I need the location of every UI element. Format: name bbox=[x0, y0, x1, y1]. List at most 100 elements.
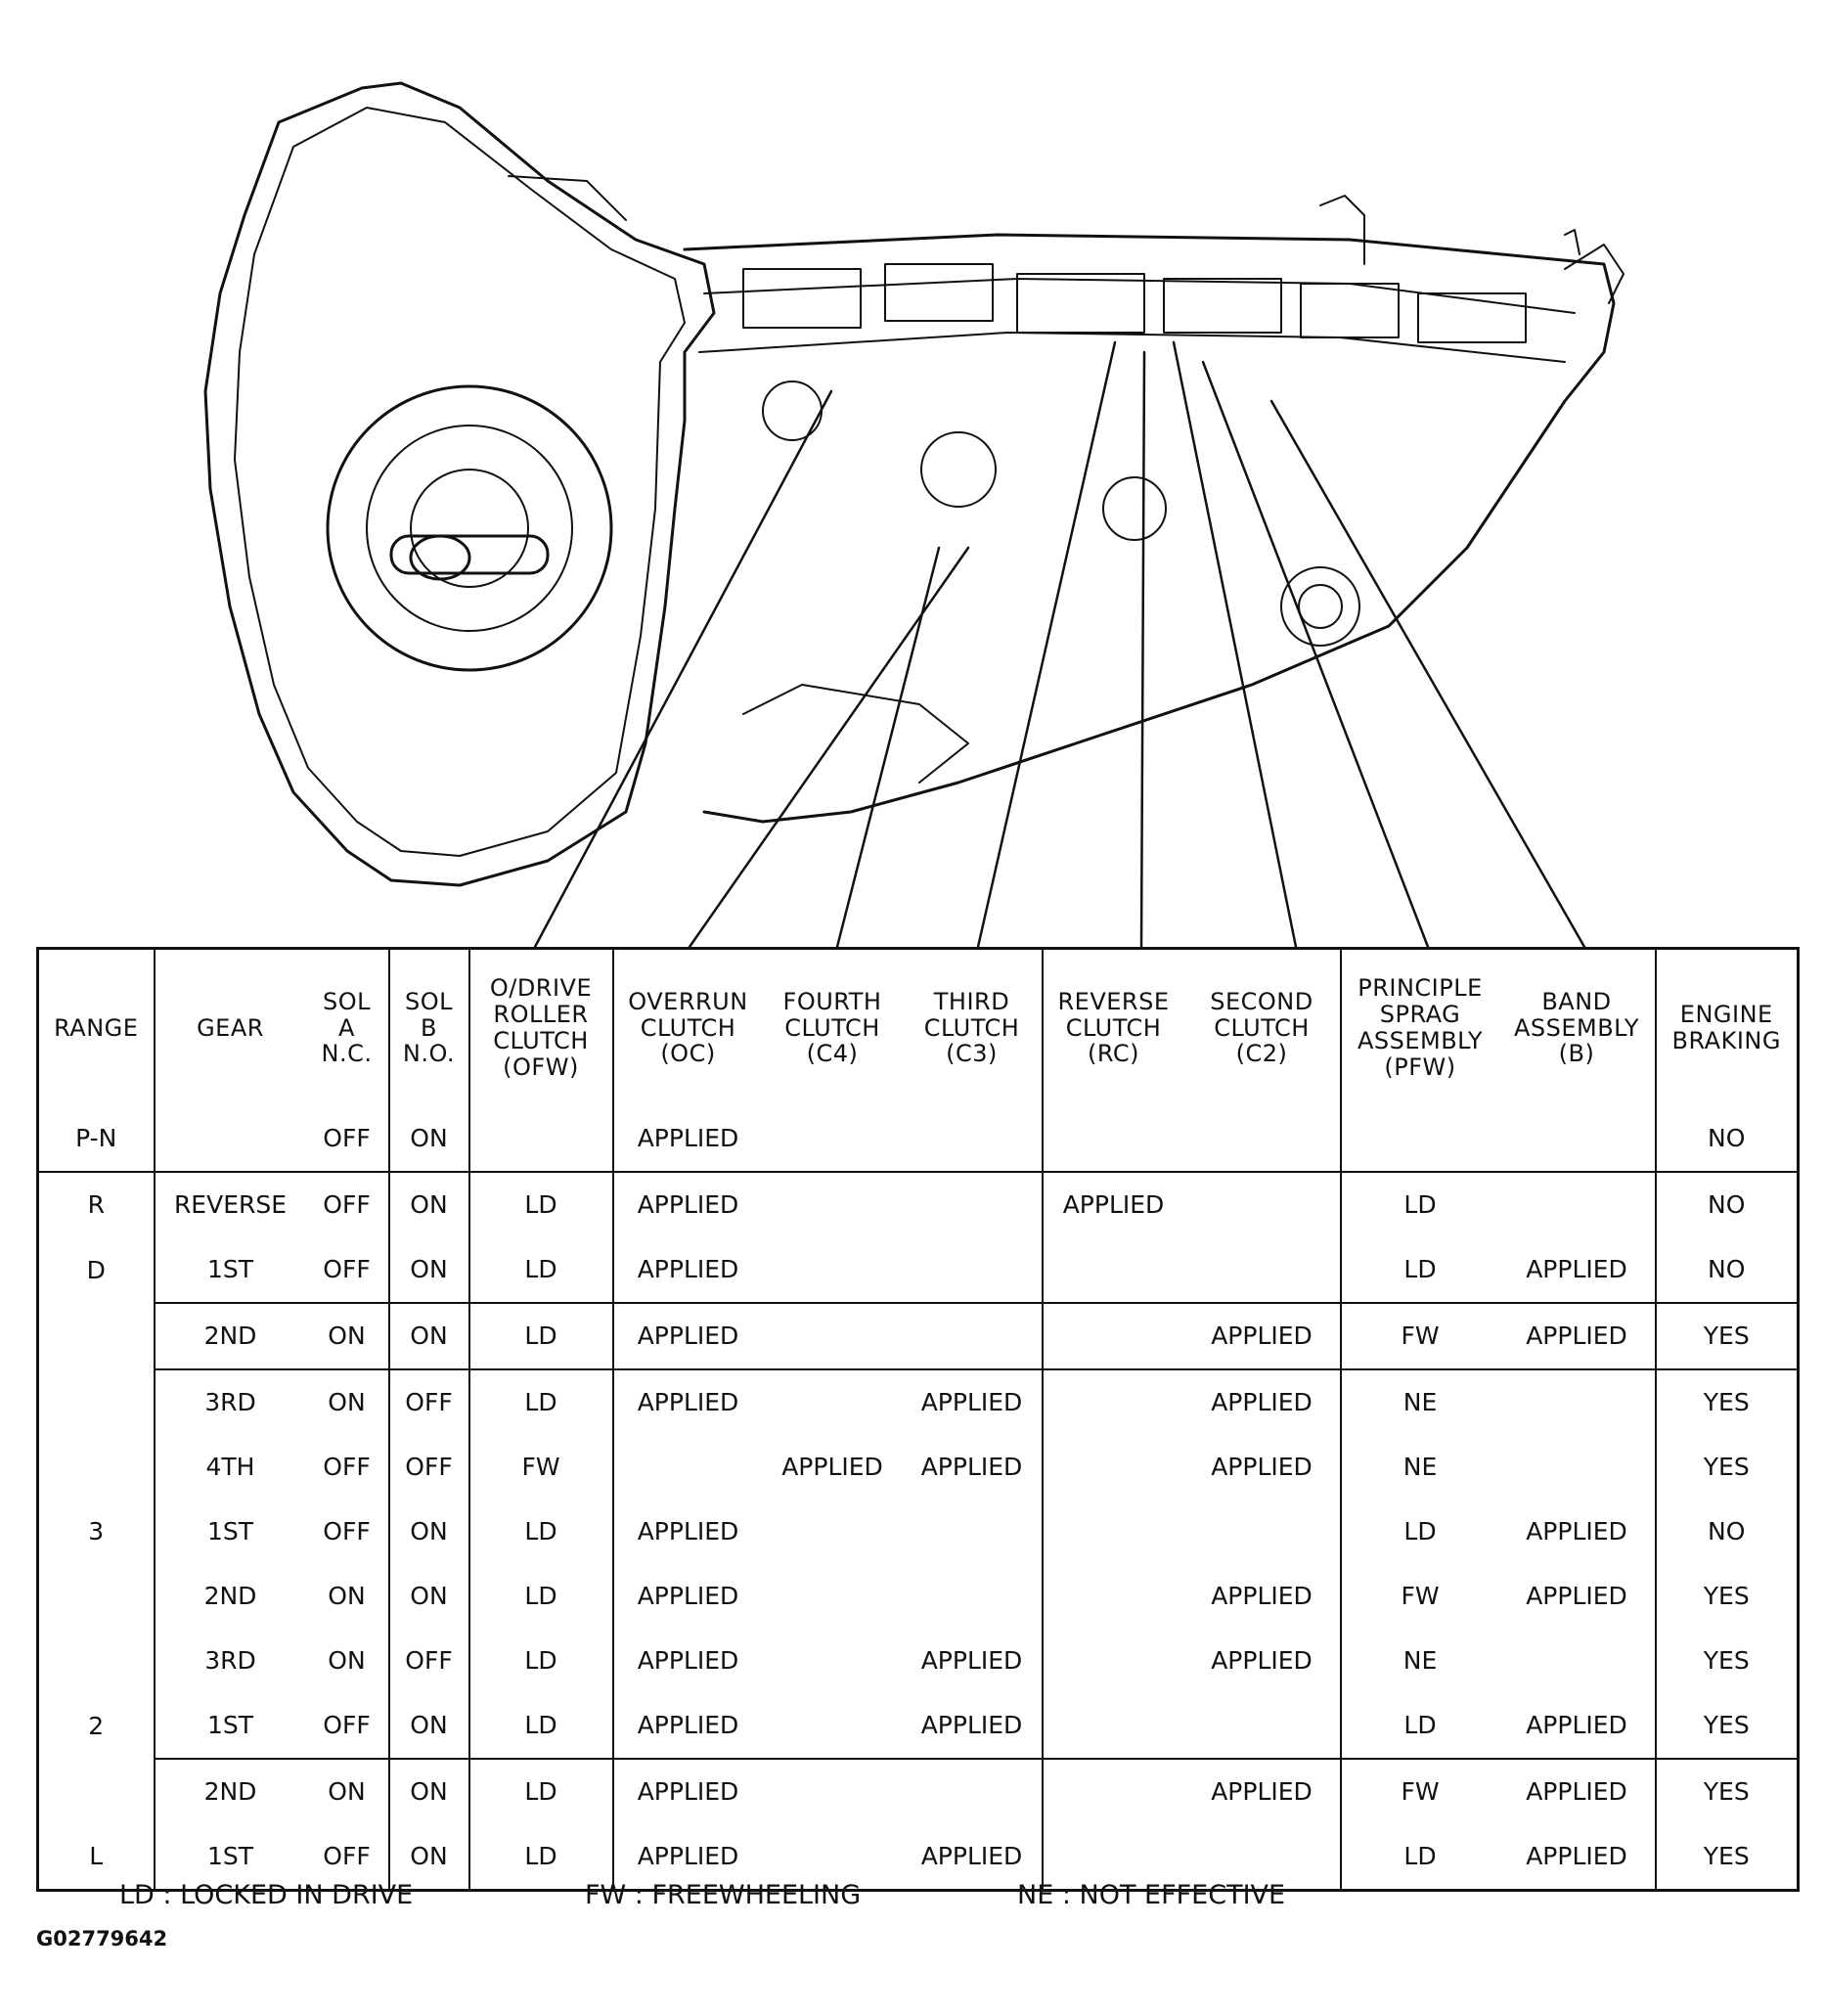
cell-oc: APPLIED bbox=[611, 1500, 763, 1564]
cell-range: D bbox=[86, 1255, 106, 1284]
figure-id: G02779642 bbox=[36, 1927, 168, 1950]
cell-c3 bbox=[903, 1500, 1043, 1564]
cell-c3: APPLIED bbox=[920, 1711, 1023, 1739]
legend-ne: NE : NOT EFFECTIVE bbox=[1017, 1880, 1286, 1910]
cell-gear: 2ND bbox=[153, 1758, 306, 1824]
cell-gear: 2ND bbox=[153, 1302, 306, 1369]
cell-range: P-N bbox=[75, 1124, 117, 1152]
cell-c4 bbox=[763, 1500, 903, 1564]
cell-c4 bbox=[763, 1106, 903, 1172]
cell-range: L bbox=[89, 1842, 104, 1870]
cell-ofw: LD bbox=[467, 1237, 613, 1303]
cell-ofw: LD bbox=[467, 1629, 613, 1693]
cell-sol-b: ON bbox=[387, 1824, 469, 1891]
cell-range bbox=[38, 1759, 155, 1824]
cell-range bbox=[38, 1435, 155, 1500]
cell-pfw: FW bbox=[1339, 1564, 1499, 1629]
cell-rc bbox=[1041, 1435, 1184, 1500]
cell-sol-b: ON bbox=[387, 1106, 469, 1172]
cell-engine-braking: NO bbox=[1654, 1237, 1799, 1303]
cell-c3 bbox=[903, 1106, 1043, 1172]
cell-sol-b: ON bbox=[387, 1500, 469, 1564]
cell-ofw: LD bbox=[467, 1824, 613, 1891]
cell-sol-b: ON bbox=[387, 1302, 469, 1369]
cell-oc: APPLIED bbox=[611, 1171, 763, 1237]
cell-ofw: LD bbox=[467, 1302, 613, 1369]
cell-gear: 1ST bbox=[153, 1824, 306, 1891]
cell-c2 bbox=[1184, 1106, 1341, 1172]
cell-pfw bbox=[1339, 1106, 1499, 1172]
cell-rc bbox=[1041, 1693, 1184, 1759]
cell-range bbox=[38, 1303, 155, 1369]
cell-range: 3 bbox=[88, 1517, 105, 1546]
cell-rc bbox=[1041, 1368, 1184, 1435]
cell-sol-b: ON bbox=[387, 1171, 469, 1237]
cell-engine-braking: YES bbox=[1654, 1302, 1799, 1369]
cell-c2: APPLIED bbox=[1211, 1453, 1313, 1481]
cell-c2 bbox=[1183, 1171, 1341, 1237]
cell-sol-a: ON bbox=[328, 1582, 366, 1610]
cell-oc: APPLIED bbox=[611, 1824, 763, 1891]
cell-c4 bbox=[763, 1693, 903, 1759]
cell-b bbox=[1499, 1435, 1656, 1500]
cell-rc bbox=[1041, 1302, 1184, 1369]
cell-engine-braking: YES bbox=[1654, 1435, 1799, 1500]
cell-pfw: LD bbox=[1339, 1824, 1499, 1891]
cell-c2: APPLIED bbox=[1211, 1582, 1313, 1610]
cell-ofw: LD bbox=[467, 1758, 613, 1824]
cell-sol-b: ON bbox=[387, 1758, 469, 1824]
cell-sol-a: OFF bbox=[305, 1171, 389, 1237]
cell-sol-b: ON bbox=[387, 1693, 469, 1759]
cell-engine-braking: YES bbox=[1654, 1693, 1799, 1759]
cell-c3 bbox=[902, 1302, 1043, 1369]
cell-ofw: LD bbox=[467, 1564, 613, 1629]
legend-ld: LD : LOCKED IN DRIVE bbox=[119, 1880, 414, 1910]
cell-c2 bbox=[1184, 1237, 1341, 1303]
cell-c3 bbox=[903, 1237, 1043, 1303]
cell-engine-braking: NO bbox=[1654, 1171, 1799, 1237]
cell-engine-braking: YES bbox=[1654, 1368, 1799, 1435]
cell-sol-a: OFF bbox=[323, 1711, 371, 1739]
cell-oc: APPLIED bbox=[611, 1758, 763, 1824]
cell-rc bbox=[1041, 1758, 1184, 1824]
cell-range bbox=[38, 1629, 155, 1693]
cell-pfw: NE bbox=[1339, 1368, 1499, 1435]
cell-c3: APPLIED bbox=[920, 1842, 1023, 1870]
cell-range bbox=[38, 1564, 155, 1629]
cell-b bbox=[1499, 1629, 1656, 1693]
cell-b: APPLIED bbox=[1498, 1758, 1656, 1824]
cell-gear: REVERSE bbox=[153, 1171, 306, 1237]
cell-range bbox=[38, 1369, 155, 1435]
cell-ofw bbox=[467, 1106, 613, 1172]
cell-oc: APPLIED bbox=[611, 1106, 763, 1172]
cell-sol-a: OFF bbox=[323, 1517, 371, 1546]
cell-ofw: LD bbox=[467, 1368, 613, 1435]
cell-c2 bbox=[1184, 1693, 1341, 1759]
cell-pfw: LD bbox=[1339, 1693, 1499, 1759]
cell-rc bbox=[1041, 1106, 1184, 1172]
cell-b: APPLIED bbox=[1526, 1582, 1627, 1610]
cell-engine-braking: YES bbox=[1654, 1824, 1799, 1891]
cell-c3 bbox=[902, 1171, 1043, 1237]
cell-sol-a: OFF bbox=[323, 1255, 371, 1283]
cell-c4 bbox=[763, 1564, 903, 1629]
cell-c2: APPLIED bbox=[1183, 1368, 1341, 1435]
cell-c4 bbox=[763, 1629, 903, 1693]
